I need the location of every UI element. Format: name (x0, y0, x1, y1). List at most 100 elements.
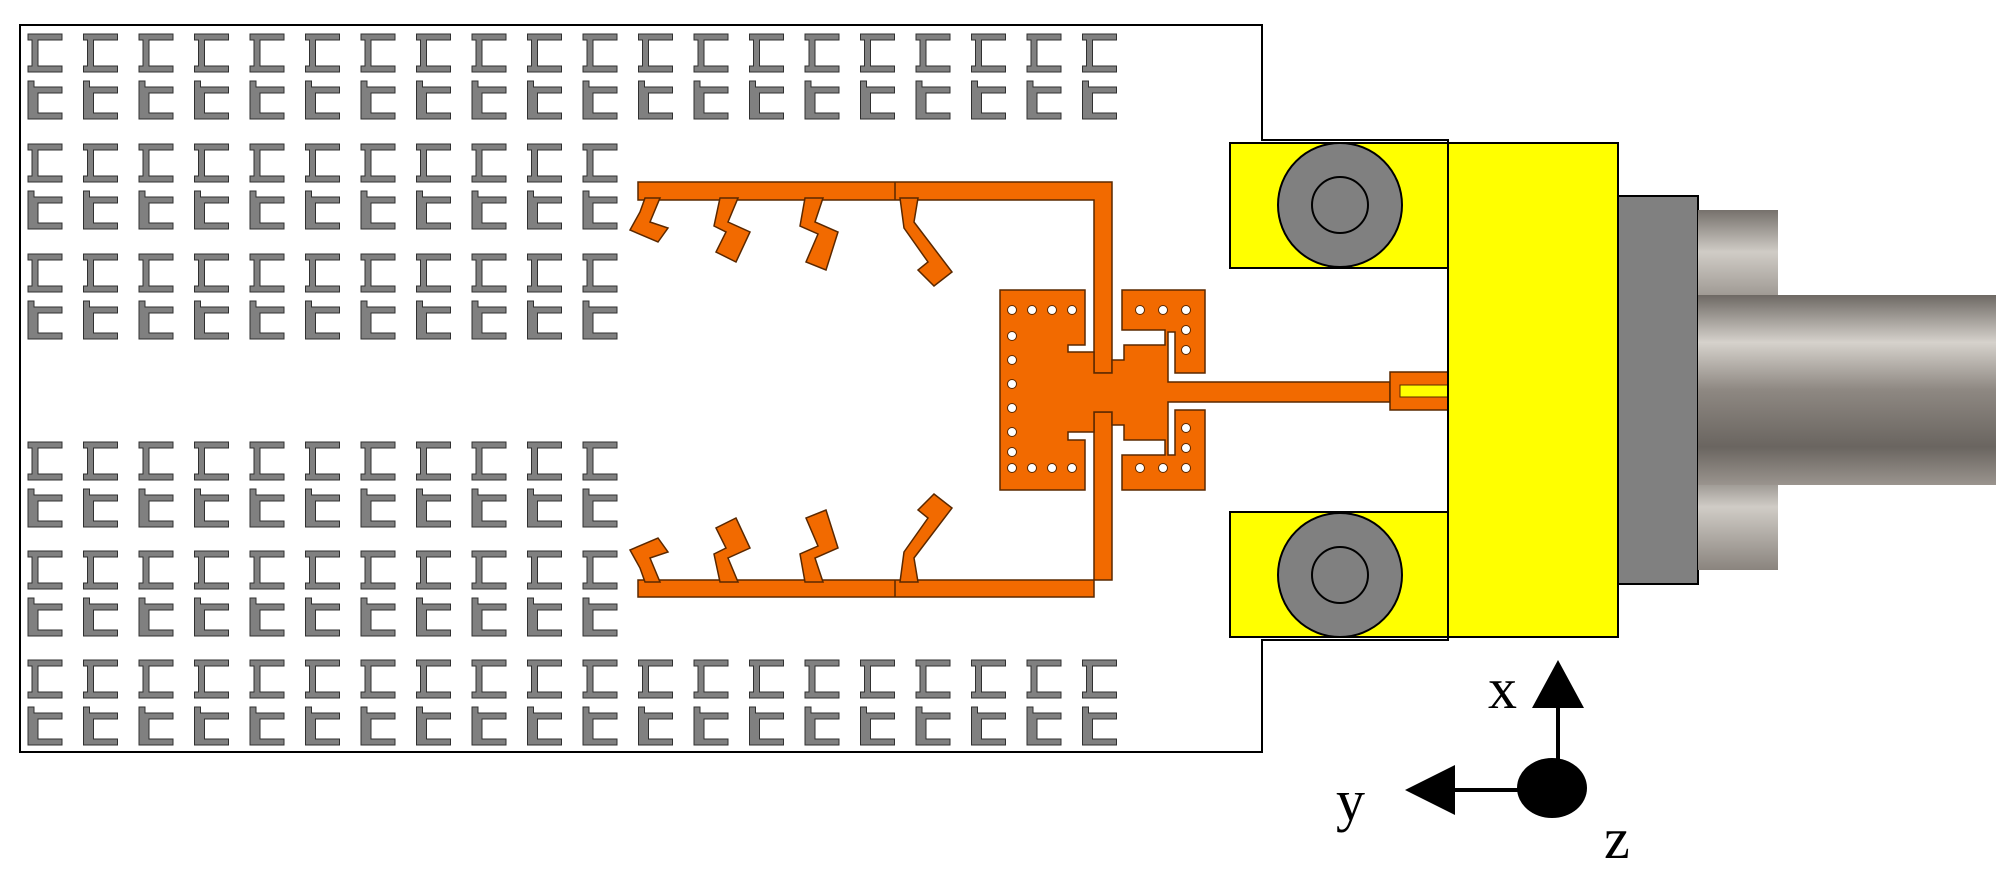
via-hole (1158, 463, 1168, 473)
via-hole (1027, 463, 1037, 473)
metamaterial-cell (527, 597, 562, 637)
metamaterial-cell (194, 659, 229, 699)
metamaterial-cell (83, 33, 118, 73)
metamaterial-cell (582, 80, 618, 120)
metamaterial-cell (194, 300, 229, 340)
metamaterial-cell (527, 659, 562, 699)
via-hole (1047, 463, 1057, 473)
sma-connector (1229, 142, 1996, 638)
via-hole (1181, 463, 1191, 473)
metamaterial-cell (138, 597, 174, 637)
metamaterial-cell (804, 706, 840, 746)
metamaterial-cell (249, 597, 285, 637)
metamaterial-cell (582, 143, 618, 183)
metamaterial-cell (83, 253, 118, 293)
via-hole (1135, 305, 1145, 315)
via-hole (1007, 355, 1017, 365)
via-hole (1067, 305, 1077, 315)
metamaterial-cell (416, 659, 451, 699)
metamaterial-cell (305, 550, 340, 590)
metamaterial-cell (249, 143, 285, 183)
metamaterial-cell (693, 659, 729, 699)
via-hole (1181, 325, 1191, 335)
metamaterial-cell (527, 190, 562, 230)
metamaterial-cell (860, 33, 895, 73)
metamaterial-cell (693, 33, 729, 73)
metamaterial-cell (527, 488, 562, 528)
metamaterial-cell (27, 143, 63, 183)
metamaterial-cell (471, 190, 507, 230)
metamaterial-cell (138, 550, 174, 590)
metamaterial-cell (138, 488, 174, 528)
metamaterial-cell (1082, 33, 1117, 73)
metamaterial-cell (138, 441, 174, 481)
metamaterial-cell (305, 488, 340, 528)
metamaterial-cell (582, 33, 618, 73)
metamaterial-cell (471, 597, 507, 637)
via-hole (1007, 463, 1017, 473)
metamaterial-cell (582, 190, 618, 230)
metamaterial-cell (83, 190, 118, 230)
metamaterial-cell (27, 190, 63, 230)
substrate-outline (19, 24, 1449, 753)
metamaterial-cell (305, 300, 340, 340)
metamaterial-cell (416, 253, 451, 293)
metamaterial-cell (915, 33, 951, 73)
metamaterial-cell (638, 33, 673, 73)
connector-barrel (1698, 295, 1996, 485)
metamaterial-cell (360, 488, 396, 528)
metamaterial-cell (194, 33, 229, 73)
metamaterial-cell (360, 706, 396, 746)
metamaterial-cell (416, 597, 451, 637)
metamaterial-cell (582, 253, 618, 293)
metamaterial-cell (582, 488, 618, 528)
upper-dipole-stubs (628, 197, 954, 287)
metamaterial-cell (860, 659, 895, 699)
metamaterial-cell (582, 441, 618, 481)
metamaterial-cell (138, 190, 174, 230)
metamaterial-cell (27, 441, 63, 481)
metamaterial-cell (138, 253, 174, 293)
metamaterial-cell (27, 659, 63, 699)
metamaterial-cell (527, 253, 562, 293)
metamaterial-cell (527, 143, 562, 183)
metamaterial-cell (471, 253, 507, 293)
metamaterial-cell (416, 550, 451, 590)
metamaterial-cell (83, 80, 118, 120)
metamaterial-cell (249, 190, 285, 230)
via-hole (1181, 305, 1191, 315)
connector-flange-main (1447, 142, 1619, 638)
via-hole (1181, 423, 1191, 433)
metamaterial-cell (360, 143, 396, 183)
metamaterial-cell (249, 253, 285, 293)
via-hole (1007, 305, 1017, 315)
metamaterial-cell (804, 659, 840, 699)
metamaterial-cell (1082, 706, 1117, 746)
metamaterial-cell (360, 300, 396, 340)
metamaterial-cell (804, 33, 840, 73)
metamaterial-cell (27, 488, 63, 528)
metamaterial-cell (249, 300, 285, 340)
metamaterial-cell (527, 706, 562, 746)
metamaterial-cell (360, 253, 396, 293)
x-axis-label: x (1488, 656, 1517, 721)
via-hole (1135, 463, 1145, 473)
metamaterial-cell (971, 80, 1006, 120)
metamaterial-cell (471, 659, 507, 699)
metamaterial-cell (915, 706, 951, 746)
metamaterial-cell (249, 80, 285, 120)
via-hole (1007, 427, 1017, 437)
metamaterial-cell (582, 550, 618, 590)
via-holes (1007, 305, 1191, 473)
metamaterial-cell (194, 706, 229, 746)
metamaterial-cell (860, 706, 895, 746)
metamaterial-cell (638, 80, 673, 120)
metamaterial-cell (360, 659, 396, 699)
metamaterial-cell (915, 659, 951, 699)
metamaterial-cell (83, 488, 118, 528)
metamaterial-cell (138, 300, 174, 340)
metamaterial-cell (194, 488, 229, 528)
metamaterial-cell (527, 33, 562, 73)
y-axis-arrowhead (1405, 765, 1455, 815)
metamaterial-cell (83, 659, 118, 699)
